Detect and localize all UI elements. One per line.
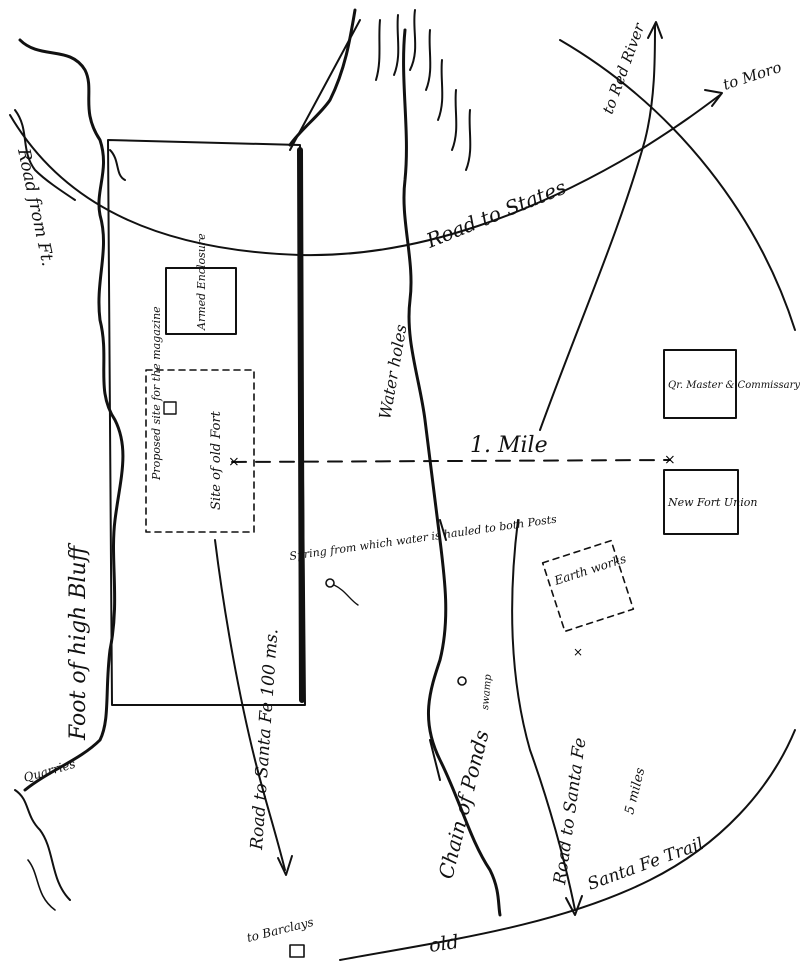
label-to-red-river: to Red River	[599, 20, 649, 116]
label-one-mile: 1. Mile	[470, 433, 548, 458]
earthworks-marker: ×	[573, 645, 583, 659]
label-old: old	[428, 931, 460, 957]
spring-symbol	[325, 578, 335, 588]
road-to-santa-fe-mid	[511, 519, 576, 911]
label-armed-enclosure: Armed Enclosure	[195, 233, 208, 331]
label-proposed-site: Proposed site for the magazine	[150, 306, 163, 481]
santa-fe-trail	[339, 729, 796, 961]
label-five-miles: 5 miles	[622, 766, 648, 816]
label-qm-depot: Qr. Master & Commissary	[668, 380, 800, 391]
terrain-hatching	[288, 8, 472, 171]
label-water-holes: Water holes	[375, 323, 410, 421]
road-to-santa-fe-left-arrow	[277, 855, 293, 876]
road-to-red-river	[539, 24, 656, 431]
road-to-states-arrow	[704, 89, 723, 107]
new-fort-marker: ×	[664, 452, 676, 468]
label-to-moro: to Moro	[721, 58, 784, 94]
big-arc	[559, 39, 796, 331]
label-to-barclays: to Barclays	[245, 915, 315, 945]
label-new-fort-union: New Fort Union	[667, 496, 757, 509]
label-spring: Spring from which water is hauled to bot…	[289, 513, 558, 563]
label-road-to-states: Road to States	[422, 175, 570, 253]
qm-depot-box	[663, 349, 737, 419]
old-fort-dashed-box	[145, 369, 255, 533]
barclays-marker	[289, 944, 305, 958]
road-to-santa-fe-mid-arrow	[565, 895, 583, 916]
label-bluff: Foot of high Bluff	[66, 542, 91, 741]
magazine-marker	[163, 401, 177, 415]
road-to-red-river-arrow	[647, 21, 663, 39]
new-fort-union-box	[663, 469, 739, 535]
label-from-ft: Road from Ft.	[13, 146, 58, 268]
armed-enclosure-box	[165, 267, 237, 335]
label-road-to-santa-fe: Road to Santa Fe	[550, 736, 591, 886]
swamp-symbol	[457, 676, 467, 686]
earthworks-box	[541, 539, 635, 633]
old-fort-marker: ×	[228, 454, 240, 470]
label-quarries: Quarries	[22, 757, 77, 785]
bluff-edge	[14, 38, 126, 911]
one-mile-line	[231, 459, 671, 463]
label-old-fort: Site of old Fort	[209, 410, 224, 510]
label-chain-of-ponds: Chain of Ponds	[434, 728, 494, 881]
label-earthworks: Earth works	[552, 551, 628, 588]
road-to-santa-fe-left	[214, 539, 286, 871]
label-santa-fe-trail: Santa Fe Trail	[585, 834, 706, 894]
road-to-states	[9, 94, 721, 257]
label-road-to-santa-fe-100: Road to Santa Fe 100 ms.	[247, 628, 282, 851]
label-swamp: swamp	[480, 673, 494, 710]
reservation-rectangle	[107, 19, 361, 706]
creek	[402, 28, 502, 917]
